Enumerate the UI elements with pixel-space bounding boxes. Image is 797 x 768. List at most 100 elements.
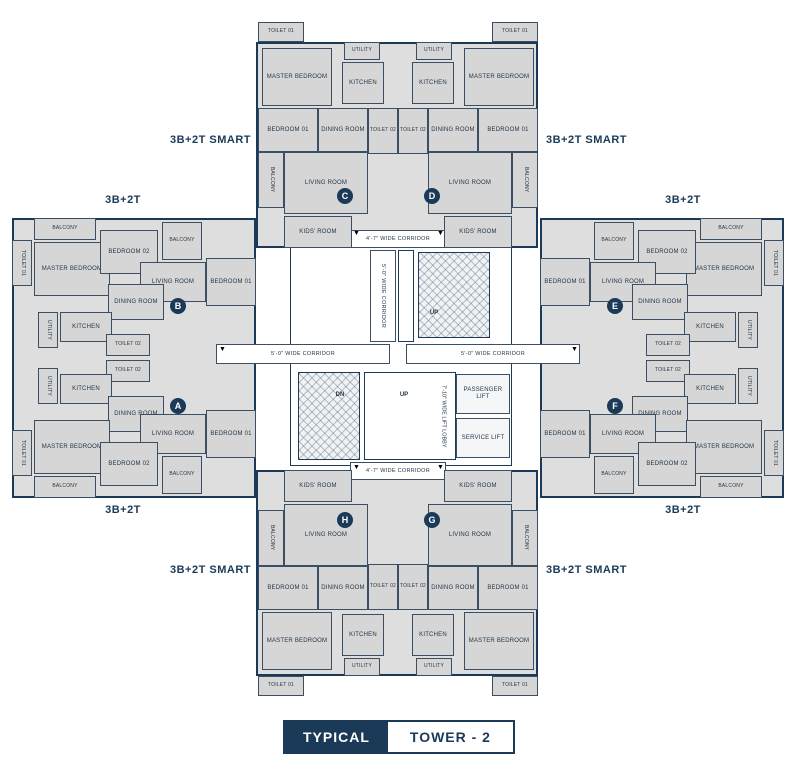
room-master-bedroom: MASTER BEDROOM [262, 48, 332, 106]
room-toilet-02: TOILET 02 [398, 108, 428, 154]
room-utility: UTILITY [38, 368, 58, 404]
room-master-bedroom: MASTER BEDROOM [464, 612, 534, 670]
room-balcony: BALCONY [34, 476, 96, 498]
room-master-bedroom: MASTER BEDROOM [34, 420, 110, 474]
room-kitchen: KITCHEN [60, 374, 112, 404]
room-balcony: BALCONY [700, 476, 762, 498]
room-toilet-02: TOILET 02 [368, 108, 398, 154]
room-toilet-02: TOILET 02 [646, 334, 690, 356]
room-bedroom-01: BEDROOM 01 [206, 410, 256, 458]
plan-type-badge: TYPICAL [285, 722, 388, 752]
room-toilet-02: TOILET 02 [106, 334, 150, 356]
text-label-up: UP [399, 392, 409, 398]
wing-type-label: 3B+2T [665, 504, 701, 516]
room-utility: UTILITY [738, 368, 758, 404]
room-kids-room: KIDS' ROOM [444, 216, 512, 248]
room-utility: UTILITY [344, 658, 380, 676]
room-utility: UTILITY [738, 312, 758, 348]
room-utility: UTILITY [38, 312, 58, 348]
room-bedroom-01: BEDROOM 01 [206, 258, 256, 306]
tower-name: TOWER - 2 [387, 722, 513, 752]
room-passenger-lift: PASSENGER LIFT [456, 374, 510, 414]
room-kids-room: KIDS' ROOM [284, 216, 352, 248]
room-balcony: BALCONY [34, 218, 96, 240]
room-toilet-01: TOILET 01 [764, 240, 784, 286]
room-utility: UTILITY [416, 658, 452, 676]
room-balcony: BALCONY [162, 456, 202, 494]
room-utility: UTILITY [416, 42, 452, 60]
unit-marker-a: A [170, 398, 186, 414]
wing-type-label: 3B+2T [105, 504, 141, 516]
corridor: 4'-7" WIDE CORRIDOR [350, 462, 446, 480]
text-label-7-10-wide-lift-lobby: 7'-10" WIDE LIFT LOBBY [440, 384, 447, 448]
room-dining-room: DINING ROOM [428, 108, 478, 152]
room-kitchen: KITCHEN [412, 62, 454, 104]
room-balcony: BALCONY [258, 152, 284, 208]
room-balcony: BALCONY [594, 456, 634, 494]
wing-type-label: 3B+2T [105, 194, 141, 206]
room-service-lift: SERVICE LIFT [456, 418, 510, 458]
room-living-room: LIVING ROOM [284, 152, 368, 214]
unit-marker-f: F [607, 398, 623, 414]
unit-marker-c: C [337, 188, 353, 204]
room-master-bedroom: MASTER BEDROOM [686, 420, 762, 474]
corridor-arrow-icon: ▼ [219, 346, 226, 353]
room-dining-room: DINING ROOM [428, 566, 478, 610]
wing-type-label: 3B+2T SMART [546, 134, 627, 146]
room-kitchen: KITCHEN [684, 374, 736, 404]
corridor-arrow-icon: ▼ [437, 464, 444, 471]
plan-title-bar: TYPICAL TOWER - 2 [283, 720, 515, 754]
room-toilet-01: TOILET 01 [258, 22, 304, 42]
unit-marker-b: B [170, 298, 186, 314]
room-utility: UTILITY [344, 42, 380, 60]
room-kids-room: KIDS' ROOM [444, 470, 512, 502]
room-master-bedroom: MASTER BEDROOM [686, 242, 762, 296]
unit-marker-d: D [424, 188, 440, 204]
wing-type-label: 3B+2T SMART [546, 564, 627, 576]
room-master-bedroom: MASTER BEDROOM [34, 242, 110, 296]
staircase [298, 372, 360, 460]
room-dining-room: DINING ROOM [108, 284, 164, 320]
wing-type-label: 3B+2T SMART [170, 134, 251, 146]
room-toilet-01: TOILET 01 [492, 676, 538, 696]
room-kids-room: KIDS' ROOM [284, 470, 352, 502]
room-toilet-02: TOILET 02 [368, 564, 398, 610]
core-block [364, 372, 456, 460]
room-living-room: LIVING ROOM [428, 504, 512, 566]
room-toilet-01: TOILET 01 [492, 22, 538, 42]
unit-marker-g: G [424, 512, 440, 528]
corridor: 5'-0" WIDE CORRIDOR [370, 250, 396, 342]
core-block [398, 250, 414, 342]
room-living-room: LIVING ROOM [428, 152, 512, 214]
corridor: 5'-0" WIDE CORRIDOR [216, 344, 390, 364]
room-bedroom-01: BEDROOM 01 [540, 258, 590, 306]
room-bedroom-01: BEDROOM 01 [258, 566, 318, 610]
unit-marker-e: E [607, 298, 623, 314]
corridor-arrow-icon: ▼ [353, 230, 360, 237]
room-bedroom-01: BEDROOM 01 [478, 566, 538, 610]
room-bedroom-02: BEDROOM 02 [100, 442, 158, 486]
room-kitchen: KITCHEN [684, 312, 736, 342]
wing-type-label: 3B+2T SMART [170, 564, 251, 576]
room-kitchen: KITCHEN [412, 614, 454, 656]
room-toilet-02: TOILET 02 [646, 360, 690, 382]
room-toilet-02: TOILET 02 [106, 360, 150, 382]
corridor-arrow-icon: ▼ [353, 464, 360, 471]
room-balcony: BALCONY [162, 222, 202, 260]
wing-type-label: 3B+2T [665, 194, 701, 206]
text-label-up: UP [429, 310, 439, 316]
room-dining-room: DINING ROOM [318, 108, 368, 152]
unit-marker-h: H [337, 512, 353, 528]
corridor: 5'-0" WIDE CORRIDOR [406, 344, 580, 364]
room-toilet-01: TOILET 01 [764, 430, 784, 476]
room-toilet-01: TOILET 01 [12, 430, 32, 476]
room-master-bedroom: MASTER BEDROOM [464, 48, 534, 106]
room-dining-room: DINING ROOM [318, 566, 368, 610]
room-balcony: BALCONY [594, 222, 634, 260]
text-label-dn: DN [335, 392, 345, 398]
corridor-arrow-icon: ▼ [571, 346, 578, 353]
room-kitchen: KITCHEN [342, 62, 384, 104]
room-balcony: BALCONY [258, 510, 284, 566]
room-balcony: BALCONY [700, 218, 762, 240]
